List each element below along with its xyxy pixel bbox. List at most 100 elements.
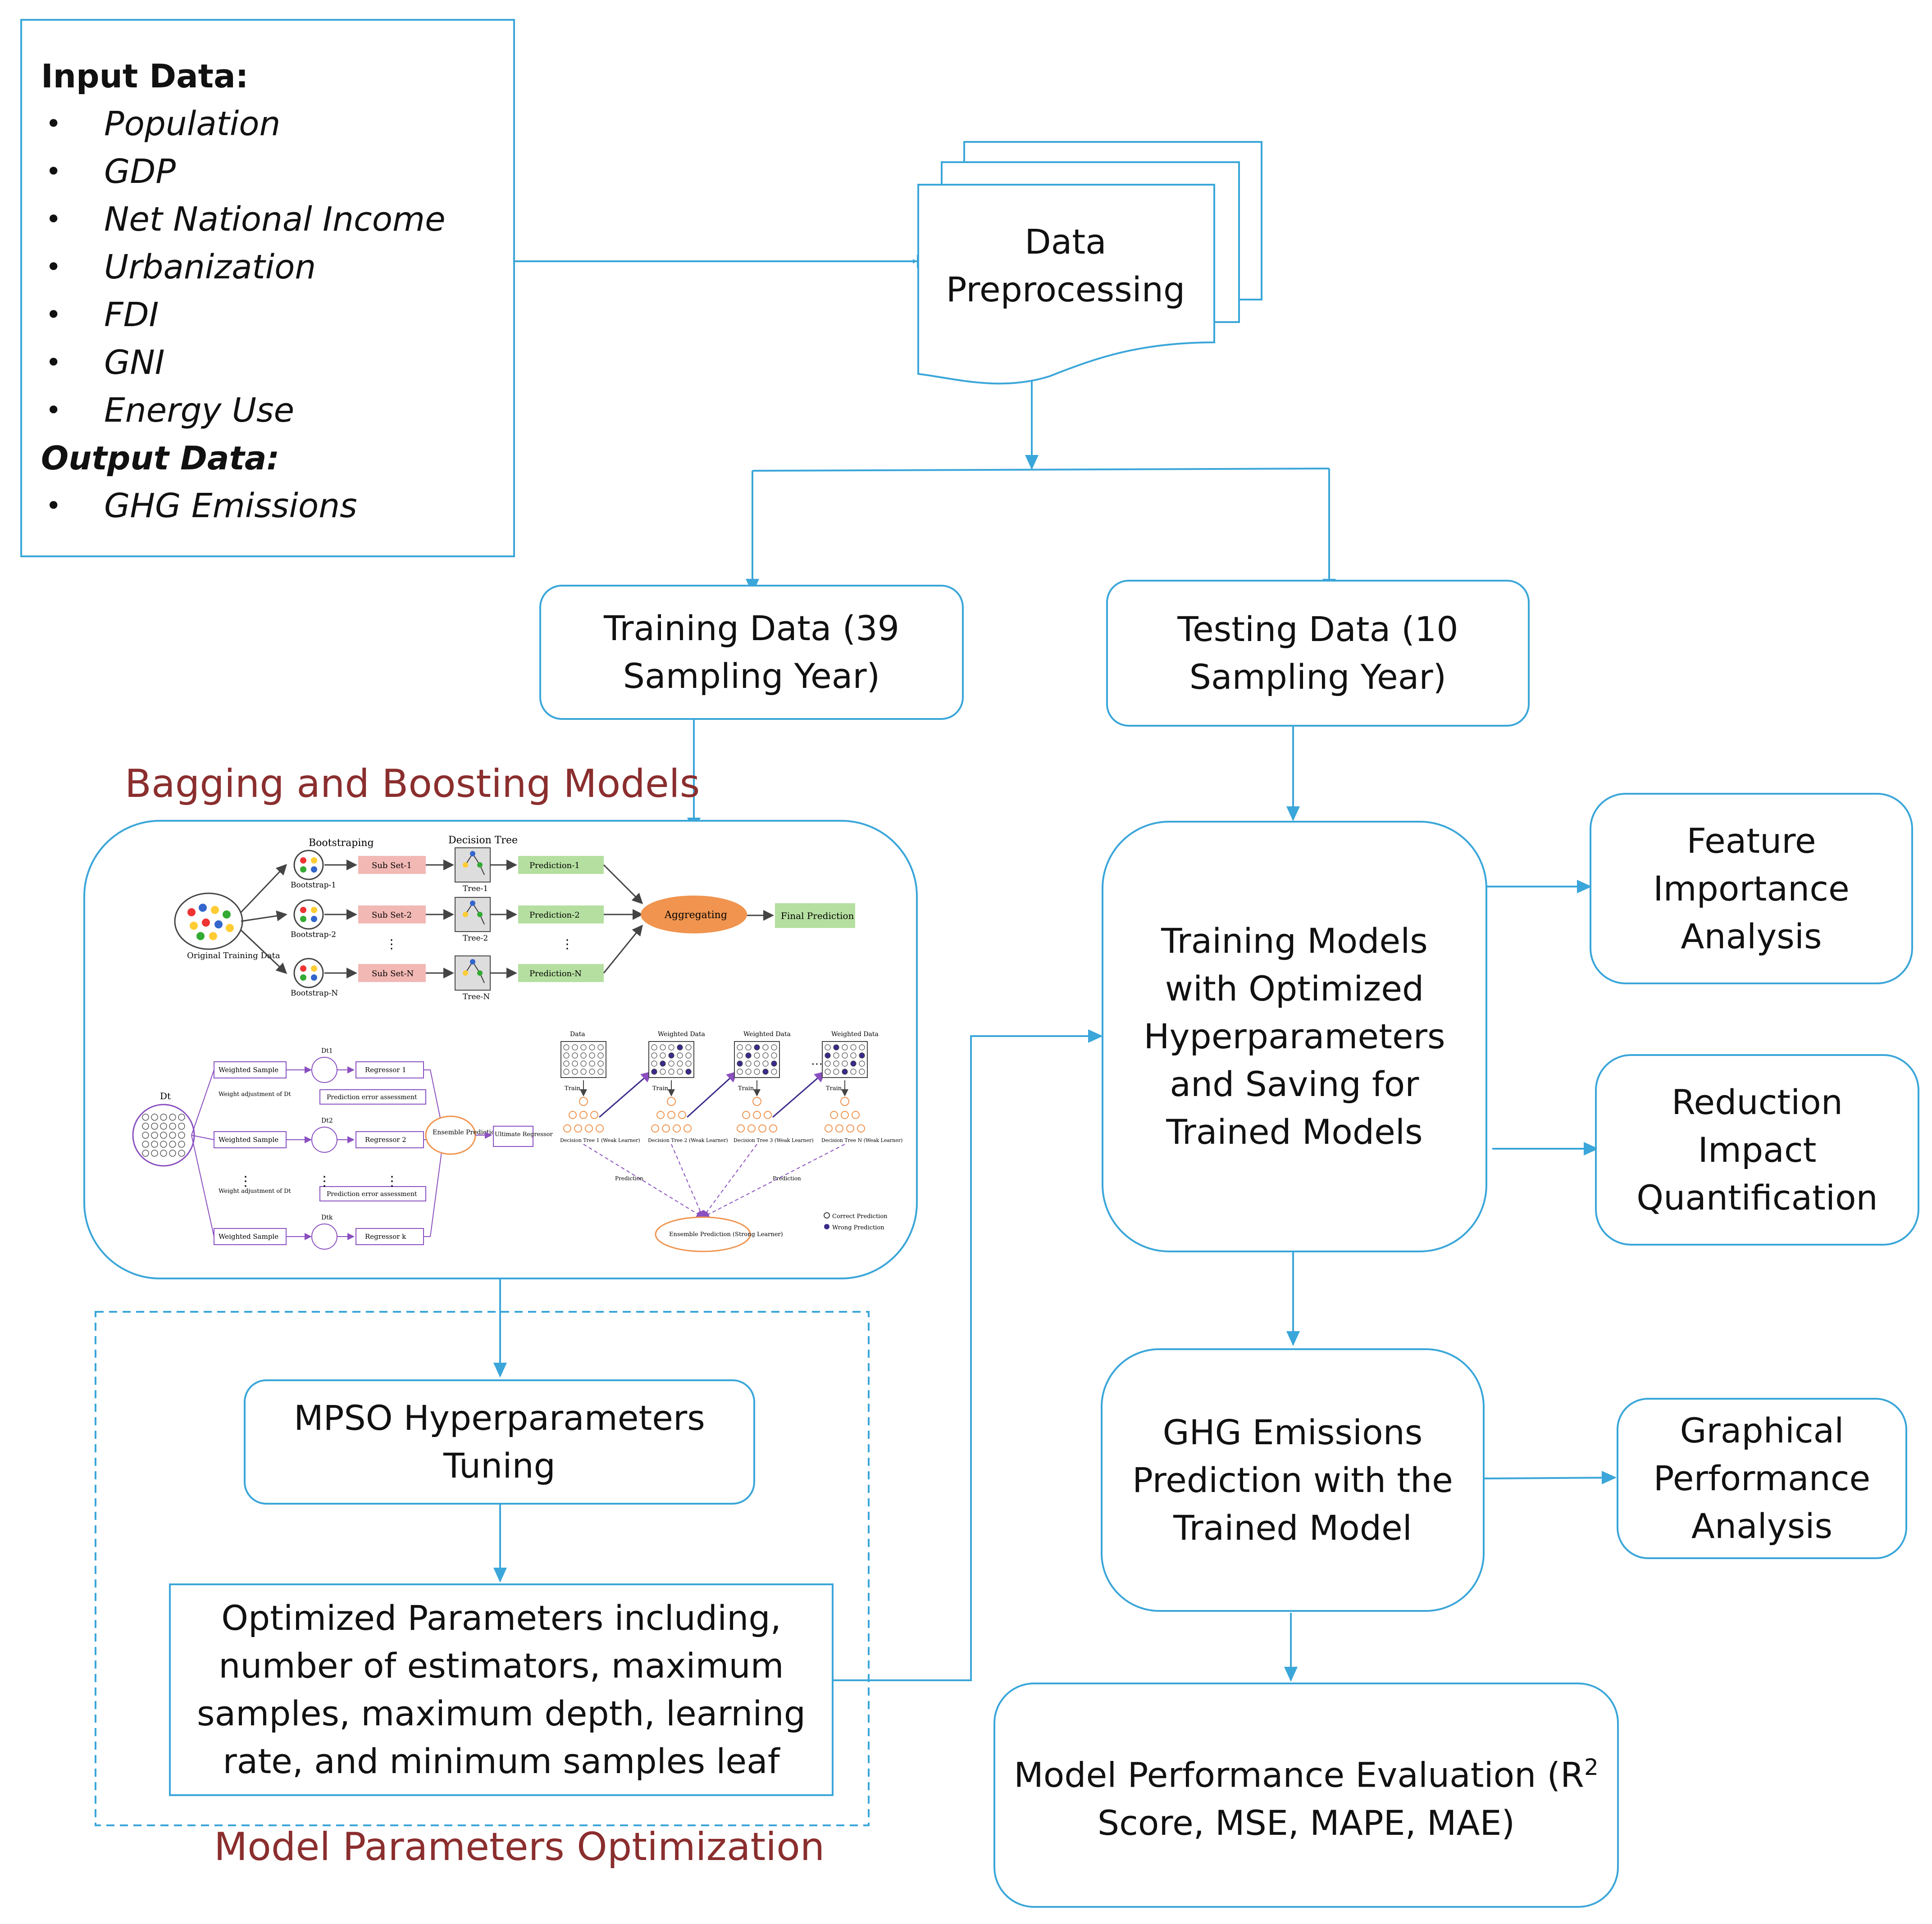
tree-label: Tree-N: [463, 992, 490, 1001]
graphical-performance-box: Graphical Performance Analysis: [1617, 1398, 1907, 1559]
regressor-label: Regressor 2: [365, 1136, 406, 1144]
dt-branch-line: [191, 1135, 214, 1140]
prediction-dashed-arrow: [702, 1144, 845, 1218]
regressor-box: [355, 1061, 424, 1078]
prediction-error-label: Prediction error assessment: [327, 1094, 417, 1101]
svg-text:⋮: ⋮: [561, 937, 574, 951]
arrow-params-to-models: [834, 1035, 1099, 1681]
prediction-error-label: Prediction error assessment: [327, 1191, 417, 1198]
train-label: Train: [738, 1085, 754, 1092]
prediction-label: Prediction-2: [529, 910, 580, 920]
input-item-label: Population: [104, 105, 281, 143]
weak-learner-label: Decision Tree 3 (Weak Learner): [734, 1137, 814, 1143]
weighted-sample-box: [214, 1061, 287, 1078]
regressor-box: [355, 1228, 424, 1245]
prediction-label: Prediction: [615, 1175, 643, 1182]
ultimate-regressor-label: Ultimate Regressor: [495, 1131, 553, 1138]
bootstrap-circle: [293, 899, 324, 930]
bullet-icon: •: [46, 490, 62, 522]
weighted-subset-circle: [311, 1127, 337, 1153]
column-header: Weighted Data: [658, 1031, 705, 1038]
dt-label: Dt: [160, 1091, 171, 1101]
bootstrap-circle: [293, 850, 324, 880]
wrong-prediction-legend: Wrong Prediction: [832, 1224, 884, 1231]
aggregate-arrow: [603, 924, 643, 973]
output-item-label: GHG Emissions: [104, 487, 357, 525]
dt-branch-line: [191, 1069, 214, 1136]
weighting-arrow: [772, 1071, 826, 1118]
weight-adjustment-label: Weight adjustment of Dt: [219, 1188, 292, 1195]
prediction-box: [518, 964, 604, 982]
dt-dots: [142, 1114, 185, 1157]
d-label: Dt1: [321, 1047, 333, 1055]
input-item: •Population: [41, 100, 513, 148]
dt-branch-line: [191, 1135, 214, 1237]
tree-node: [752, 1097, 761, 1106]
tree-label: Tree-2: [463, 934, 488, 943]
bagging-boosting-title: Bagging and Boosting Models: [125, 761, 700, 806]
preprocessing-label: Data Preprocessing: [946, 222, 1185, 309]
decision-tree-label: Decision Tree: [448, 835, 518, 846]
column-header: Data: [570, 1031, 585, 1038]
prediction-error-box: [319, 1089, 426, 1105]
evaluation-line-2: Score, MSE, MAPE, MAE): [1097, 1802, 1515, 1843]
strong-learner-label: Ensemble Prediction (Strong Learner): [669, 1231, 783, 1238]
original-data-label: Original Training Data: [187, 951, 280, 960]
bootstrap-circle: [293, 958, 324, 988]
final-prediction-label: Final Prediction: [781, 910, 854, 921]
prediction-label: Prediction-N: [529, 969, 582, 978]
bootstrap-arrow: [240, 929, 287, 974]
input-data-box: Input Data: •Population•GDP•Net National…: [20, 19, 515, 557]
aggregate-arrow: [603, 864, 643, 905]
weighting-arrow: [599, 1071, 652, 1118]
input-item: •FDI: [41, 291, 513, 339]
bootstrap-arrow: [241, 910, 287, 922]
ghg-prediction-box: GHG Emissions Prediction with the Traine…: [1101, 1348, 1485, 1612]
bootstrap-label: Bootstrap-N: [291, 989, 338, 998]
regressor-box: [355, 1131, 424, 1148]
training-models-box: Training Models with Optimized Hyperpara…: [1102, 821, 1487, 1252]
input-item: •Energy Use: [41, 387, 513, 434]
subset-box: [358, 905, 426, 923]
prediction-label: Prediction-1: [529, 861, 580, 870]
svg-text:⋮: ⋮: [385, 1174, 399, 1189]
input-item-label: FDI: [104, 296, 159, 334]
output-item: • GHG Emissions: [41, 482, 513, 530]
final-prediction-box: [775, 903, 855, 928]
weighting-arrow: [686, 1071, 738, 1118]
input-item: •Urbanization: [41, 243, 513, 291]
subset-label: Sub Set-2: [372, 910, 412, 920]
r-squared-superscript: 2: [1584, 1754, 1599, 1781]
svg-text:⋮: ⋮: [318, 1174, 331, 1189]
input-item-label: Urbanization: [104, 248, 316, 287]
aggregating-ellipse: [641, 896, 747, 933]
input-heading: Input Data:: [41, 57, 249, 95]
prediction-box: [518, 856, 604, 874]
input-item: •Net National Income: [41, 196, 513, 243]
training-data-box: Training Data (39 Sampling Year): [539, 585, 964, 720]
tree-node: [579, 1097, 588, 1106]
model-evaluation-box: Model Performance Evaluation (R2 Score, …: [993, 1683, 1619, 1908]
weighted-sample-label: Weighted Sample: [219, 1233, 278, 1241]
prediction-error-box: [319, 1186, 426, 1201]
bagging-boosting-box: Bootstraping Decision Tree Original Trai…: [83, 820, 918, 1279]
d-label: Dt2: [321, 1117, 333, 1124]
bullet-icon: •: [46, 347, 62, 378]
prediction-dashed-arrow: [702, 1144, 757, 1218]
subset-label: Sub Set-1: [372, 861, 412, 870]
testing-data-box: Testing Data (10 Sampling Year): [1106, 580, 1530, 727]
subset-label: Sub Set-N: [372, 969, 414, 978]
bootstraping-label: Bootstraping: [309, 837, 374, 849]
d-label: Dtk: [321, 1214, 333, 1221]
bullet-icon: •: [46, 204, 62, 235]
output-item-list: • GHG Emissions: [41, 482, 513, 530]
bootstrap-label: Bootstrap-1: [291, 881, 336, 890]
input-item-label: GNI: [104, 343, 165, 382]
column-header: Weighted Data: [831, 1031, 879, 1038]
train-label: Train: [826, 1085, 842, 1092]
line-split: [752, 468, 1330, 472]
regressor-label: Regressor k: [365, 1233, 406, 1241]
input-item-label: Energy Use: [104, 391, 295, 430]
